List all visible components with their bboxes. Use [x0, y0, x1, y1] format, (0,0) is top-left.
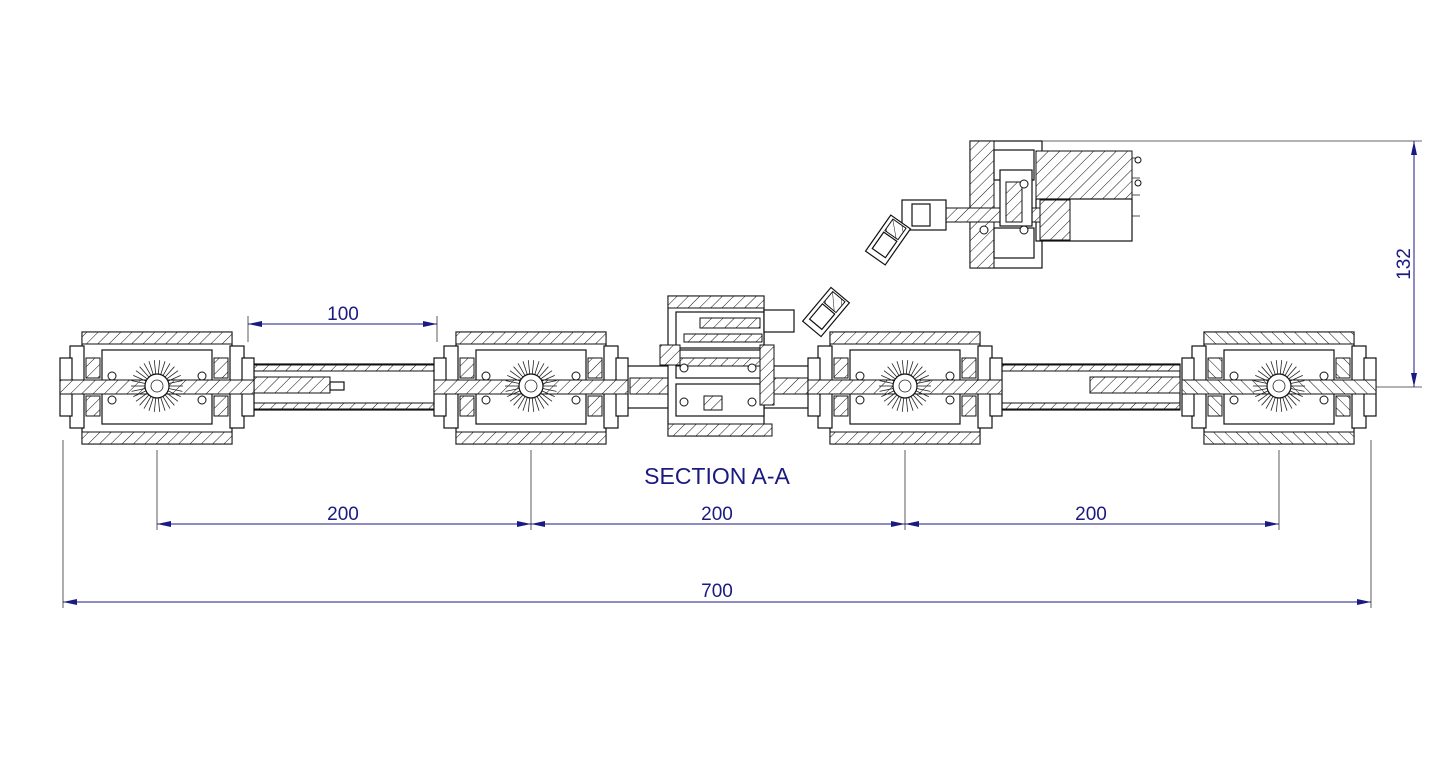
- connecting-tube-1: [244, 363, 436, 411]
- dimension-spacing-1-label: 200: [327, 504, 359, 525]
- dimension-overall-length-label: 700: [701, 581, 733, 602]
- motor-gripper-detail: [864, 140, 1142, 269]
- dimension-top-span-label: 100: [327, 304, 359, 325]
- joint-module-1: [59, 331, 255, 445]
- joint-module-4: [1181, 331, 1377, 445]
- dimension-spacing-3-label: 200: [1075, 504, 1107, 525]
- joint-module-3: [807, 331, 1003, 445]
- dimension-spacing-3: 200: [905, 450, 1280, 530]
- connecting-tube-3: [999, 363, 1181, 411]
- center-drive-assembly: [659, 286, 851, 437]
- dimension-height: 132: [1042, 140, 1422, 388]
- dimension-spacing-1: 200: [156, 450, 532, 530]
- section-label: SECTION A-A: [644, 463, 790, 489]
- dimension-top-span: 100: [247, 304, 438, 342]
- dimension-overall-length: 700: [62, 440, 1372, 608]
- dimension-height-label: 132: [1394, 248, 1415, 280]
- joint-module-2: [433, 331, 629, 445]
- dimension-spacing-2: 200: [531, 450, 906, 530]
- dimension-spacing-2-label: 200: [701, 504, 733, 525]
